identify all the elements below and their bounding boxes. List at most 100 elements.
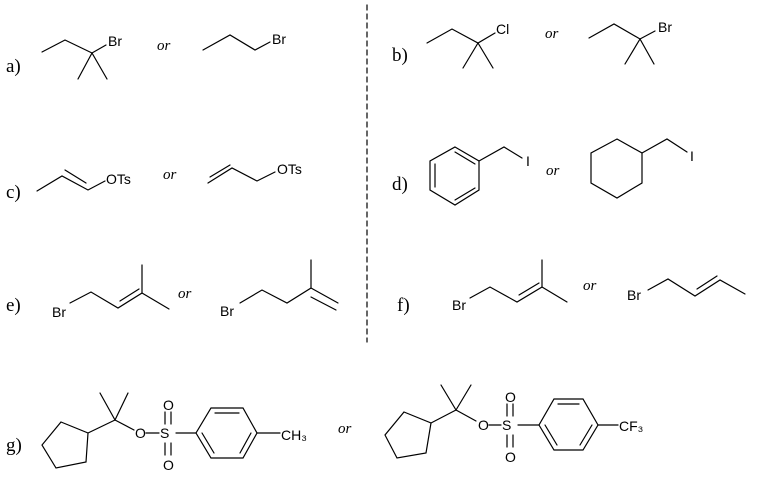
molecule-f-right: Br bbox=[627, 275, 746, 303]
ring bbox=[590, 138, 643, 199]
bond bbox=[202, 34, 271, 51]
ring bbox=[195, 407, 258, 459]
atom-label: Br bbox=[52, 304, 66, 320]
atom-label: CH₃ bbox=[281, 427, 307, 443]
or-text: or bbox=[157, 38, 171, 54]
atom-label: I bbox=[526, 153, 530, 169]
bond bbox=[41, 39, 107, 54]
bond bbox=[141, 292, 170, 310]
bond bbox=[207, 167, 276, 184]
atom-label: O bbox=[135, 425, 146, 441]
atom-label: O bbox=[163, 457, 174, 473]
atom-label: Br bbox=[452, 297, 466, 313]
or-text: or bbox=[163, 167, 177, 183]
atom-label: Cl bbox=[496, 21, 509, 37]
bond bbox=[87, 419, 116, 434]
panel-label: c) bbox=[6, 182, 21, 203]
bond bbox=[91, 52, 108, 80]
bond bbox=[77, 52, 93, 80]
bond bbox=[64, 169, 87, 184]
bond bbox=[36, 175, 106, 192]
bond bbox=[119, 288, 140, 302]
atom-label: O bbox=[505, 389, 516, 405]
bond bbox=[455, 409, 477, 422]
bond bbox=[462, 42, 479, 69]
bond bbox=[239, 432, 252, 454]
molecule-a-right: Br bbox=[202, 31, 286, 51]
molecule-c-left: OTs bbox=[36, 169, 131, 192]
atom-label: S bbox=[160, 425, 169, 441]
bond bbox=[201, 432, 215, 454]
or-text: or bbox=[546, 163, 560, 179]
bond bbox=[588, 23, 656, 40]
panel-c: c) OTs or OTs bbox=[6, 161, 302, 203]
panel-g: g) O S O O CH₃ or O S O bbox=[6, 384, 643, 473]
bond bbox=[455, 384, 472, 411]
molecule-d-right: I bbox=[590, 138, 694, 199]
atom-label: S bbox=[502, 417, 511, 433]
bond bbox=[114, 392, 129, 421]
panel-a: a) Br or Br bbox=[6, 31, 286, 80]
atom-label: Br bbox=[658, 19, 672, 35]
atom-label: Br bbox=[272, 31, 286, 47]
bond bbox=[426, 28, 496, 44]
molecule-d-left: I bbox=[429, 146, 530, 206]
molecule-g-right: O S O O CF₃ bbox=[384, 384, 643, 465]
ring bbox=[384, 411, 432, 459]
bond bbox=[114, 419, 135, 431]
panel-d: d) I or I bbox=[392, 138, 694, 206]
bond bbox=[647, 278, 746, 297]
molecule-b-left: Cl bbox=[426, 21, 509, 69]
bond bbox=[639, 38, 655, 65]
or-text: or bbox=[545, 26, 559, 42]
atom-label: O bbox=[505, 449, 516, 465]
molecule-b-right: Br bbox=[588, 19, 672, 65]
panel-b: b) Cl or Br bbox=[392, 19, 672, 69]
or-text: or bbox=[583, 278, 597, 294]
bond bbox=[544, 424, 558, 446]
atom-label: CF₃ bbox=[619, 418, 643, 434]
panel-f: f) Br or Br bbox=[397, 259, 746, 316]
panel-label: d) bbox=[392, 174, 408, 195]
panel-e: e) Br or Br bbox=[6, 259, 339, 320]
panel-label: a) bbox=[6, 56, 21, 77]
bond bbox=[310, 296, 337, 311]
bond bbox=[518, 282, 540, 296]
bond bbox=[310, 287, 339, 304]
ring bbox=[429, 146, 480, 206]
atom-label: Br bbox=[108, 33, 122, 49]
atom-label: Br bbox=[627, 287, 641, 303]
bond bbox=[624, 38, 641, 65]
molecule-c-right: OTs bbox=[207, 161, 302, 184]
bond bbox=[209, 164, 231, 178]
bond bbox=[641, 138, 688, 154]
panel-label: e) bbox=[6, 295, 21, 316]
bond bbox=[454, 187, 476, 201]
bond bbox=[430, 409, 457, 424]
bond bbox=[541, 286, 568, 303]
bond bbox=[579, 424, 593, 446]
panel-label: f) bbox=[397, 295, 410, 316]
molecule-e-right: Br bbox=[220, 259, 339, 319]
molecule-e-left: Br bbox=[52, 264, 170, 320]
bond bbox=[477, 42, 494, 69]
bond bbox=[440, 384, 457, 411]
bond bbox=[478, 146, 523, 162]
atom-label: O bbox=[163, 397, 174, 413]
bond bbox=[696, 275, 718, 290]
atom-label: I bbox=[690, 148, 694, 164]
molecule-a-left: Br bbox=[41, 33, 122, 80]
panel-label: g) bbox=[6, 435, 22, 456]
panel-label: b) bbox=[392, 45, 408, 66]
atom-label: OTs bbox=[277, 161, 302, 177]
bond bbox=[239, 259, 312, 304]
molecule-f-left: Br bbox=[452, 259, 568, 313]
bond bbox=[99, 392, 116, 421]
bond bbox=[469, 259, 543, 303]
atom-label: O bbox=[478, 417, 489, 433]
atom-label: OTs bbox=[106, 171, 131, 187]
bond bbox=[454, 151, 476, 165]
or-text: or bbox=[178, 286, 192, 302]
molecule-g-left: O S O O CH₃ bbox=[41, 392, 307, 473]
